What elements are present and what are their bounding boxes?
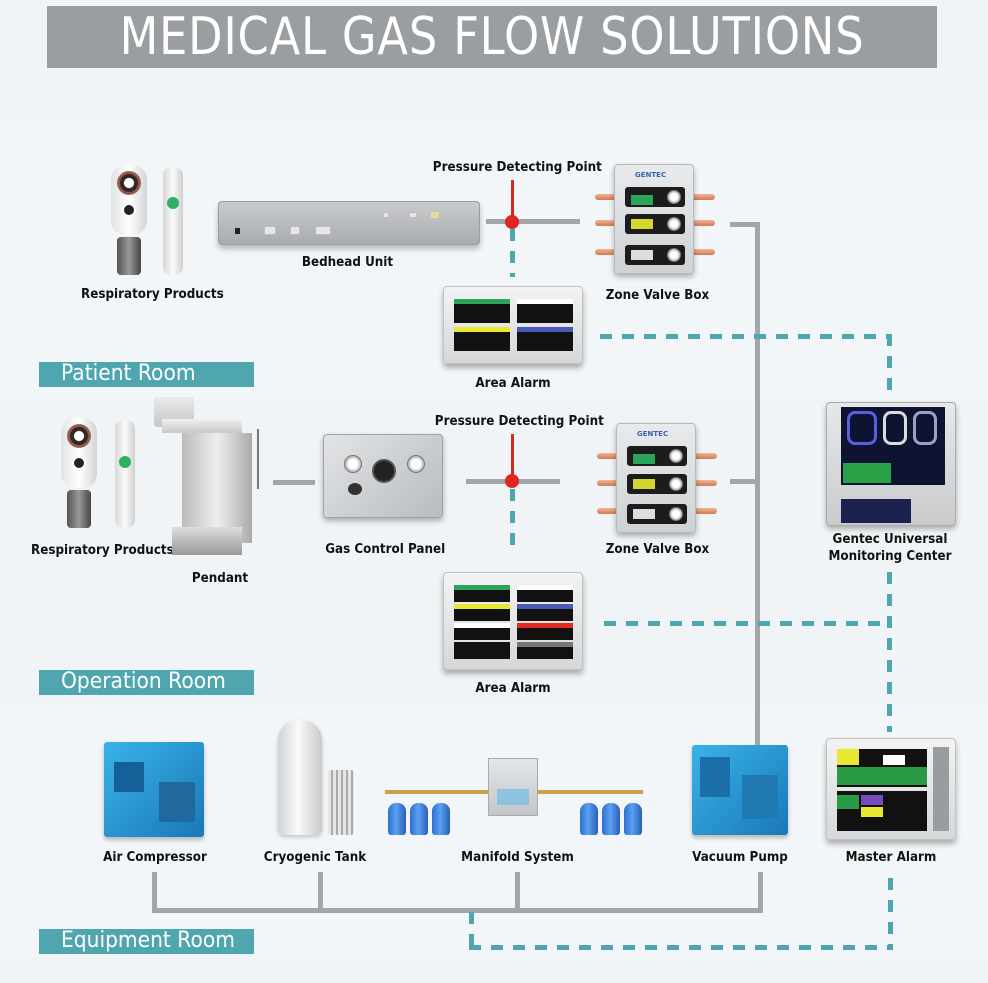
pressure-point-marker	[505, 474, 519, 488]
bedhead-unit	[218, 201, 480, 245]
area-alarm-operation	[443, 572, 583, 670]
page-title: MEDICAL GAS FLOW SOLUTIONS	[47, 6, 937, 68]
pressure-sensor-line	[511, 180, 514, 218]
master-alarm-label: Master Alarm	[845, 850, 937, 865]
air-compressor-label: Air Compressor	[103, 850, 207, 865]
gas-line	[758, 872, 763, 912]
signal-line	[469, 945, 893, 950]
pendant	[152, 397, 272, 562]
gas-header-line	[152, 908, 763, 913]
air-compressor	[104, 742, 204, 837]
room-label-operation: Operation Room	[39, 670, 254, 695]
respiratory-products-label: Respiratory Products	[81, 287, 224, 302]
zone-valve-box-patient: GENTEC	[595, 164, 720, 279]
area-alarm-patient	[443, 286, 583, 364]
flowmeter-icon	[111, 165, 147, 235]
room-label-text: Equipment Room	[61, 928, 235, 953]
area-alarm-label: Area Alarm	[475, 681, 551, 696]
gas-control-panel	[323, 434, 443, 518]
signal-line	[600, 334, 892, 339]
cryogenic-tank	[278, 720, 358, 840]
respiratory-products-patient	[105, 165, 195, 280]
pressure-detecting-point-label: Pressure Detecting Point	[434, 414, 604, 429]
room-label-text: Patient Room	[61, 361, 196, 386]
bedhead-unit-label: Bedhead Unit	[301, 255, 394, 270]
pressure-sensor-line	[511, 434, 514, 478]
signal-line	[510, 229, 515, 277]
manifold-system-label: Manifold System	[461, 850, 574, 865]
gas-line	[730, 222, 760, 227]
signal-line	[604, 621, 889, 626]
monitoring-center-label-2: Monitoring Center	[828, 549, 952, 564]
manifold-system	[385, 738, 645, 838]
pressure-point-marker	[505, 215, 519, 229]
area-alarm-label: Area Alarm	[475, 376, 551, 391]
respiratory-products-operation	[55, 418, 145, 533]
gas-line	[152, 872, 157, 912]
room-label-text: Operation Room	[61, 669, 226, 694]
gentec-logo: GENTEC	[635, 171, 667, 179]
regulator-icon	[163, 167, 183, 275]
gas-line	[273, 480, 315, 485]
vacuum-pump	[692, 745, 788, 835]
signal-line	[888, 878, 893, 948]
gentec-logo: GENTEC	[637, 430, 669, 438]
page-title-text: MEDICAL GAS FLOW SOLUTIONS	[119, 7, 865, 67]
gas-line	[755, 735, 760, 745]
respiratory-products-label: Respiratory Products	[31, 543, 174, 558]
master-alarm	[826, 738, 956, 840]
gas-line	[486, 219, 580, 224]
room-label-patient: Patient Room	[39, 362, 254, 387]
pressure-detecting-point-label: Pressure Detecting Point	[432, 160, 602, 175]
signal-line	[510, 489, 515, 555]
cryogenic-tank-label: Cryogenic Tank	[263, 850, 367, 865]
monitoring-center-label-1: Gentec Universal	[832, 532, 948, 547]
zone-valve-box-label: Zone Valve Box	[605, 542, 710, 557]
gas-line	[515, 872, 520, 912]
vacuum-pump-label: Vacuum Pump	[692, 850, 788, 865]
signal-line	[887, 334, 892, 394]
signal-line	[469, 912, 474, 948]
zone-valve-box-operation: GENTEC	[597, 423, 722, 538]
universal-monitoring-center	[826, 402, 956, 526]
pendant-label: Pendant	[191, 571, 249, 586]
gas-line	[318, 872, 323, 912]
gas-line	[730, 479, 758, 484]
zone-valve-box-label: Zone Valve Box	[605, 288, 710, 303]
gas-control-panel-label: Gas Control Panel	[325, 542, 446, 557]
signal-line	[887, 572, 892, 732]
room-label-equipment: Equipment Room	[39, 929, 254, 954]
